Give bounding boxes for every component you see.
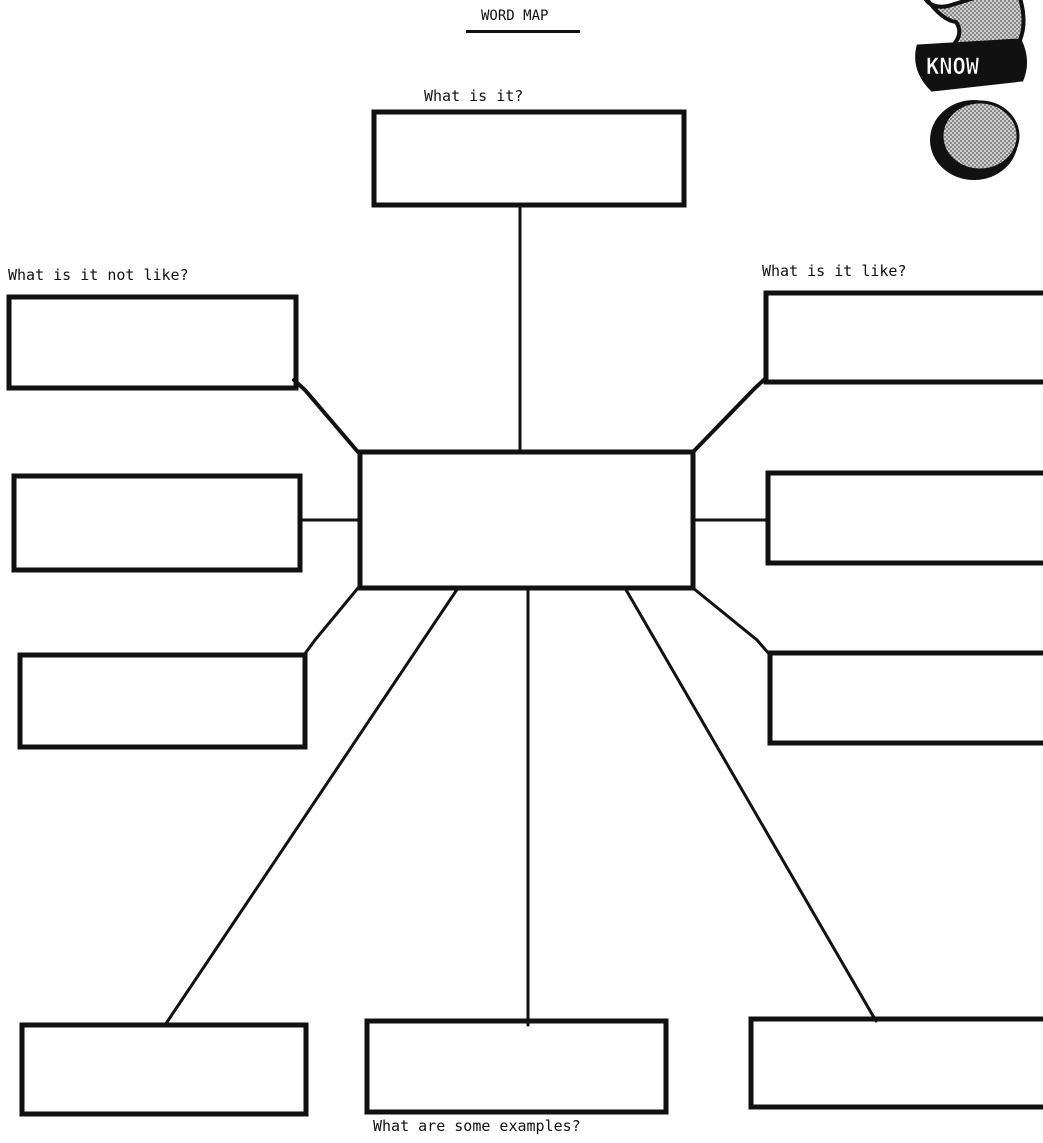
box-not-like-1 — [9, 297, 296, 388]
box-like-2 — [768, 473, 1043, 563]
connector-left-3 — [304, 588, 358, 655]
label-what-is-it-like: What is it like? — [762, 264, 907, 279]
box-example-1 — [22, 1025, 306, 1114]
box-not-like-3 — [20, 655, 305, 747]
label-what-is-it-not-like: What is it not like? — [8, 268, 189, 283]
know-question-logo: KNOW — [908, 0, 1043, 185]
box-like-3 — [770, 653, 1043, 743]
connector-left-1 — [294, 380, 358, 452]
box-example-3 — [751, 1019, 1043, 1107]
question-mark-icon: KNOW — [917, 0, 1026, 180]
connector-right-3 — [693, 588, 770, 655]
box-like-1 — [766, 293, 1043, 382]
box-example-2 — [367, 1021, 666, 1112]
label-what-is-it: What is it? — [424, 89, 523, 104]
label-examples: What are some examples? — [373, 1119, 581, 1134]
box-not-like-2 — [14, 476, 300, 570]
logo-text: KNOW — [926, 55, 980, 80]
box-what-is-it — [374, 112, 684, 205]
box-center-word — [360, 452, 693, 588]
connector-right-1 — [693, 378, 766, 452]
